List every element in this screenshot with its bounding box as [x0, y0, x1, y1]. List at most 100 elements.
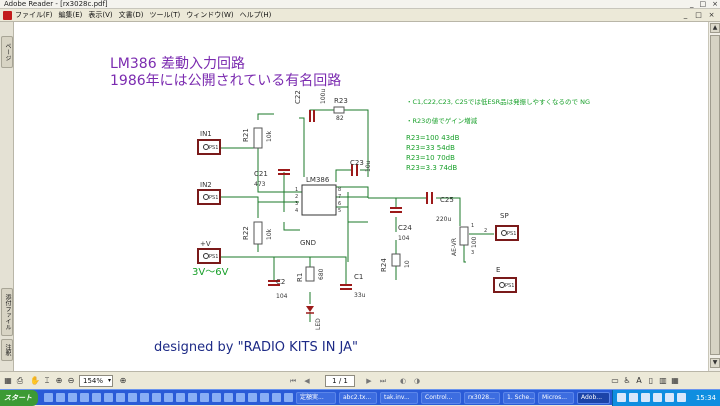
- svg-text:R24: R24: [380, 258, 388, 272]
- zoom-in-icon[interactable]: ⊕: [55, 376, 63, 385]
- forward-icon[interactable]: ◑: [413, 377, 421, 385]
- quicklaunch-icon-16[interactable]: [224, 393, 233, 402]
- taskbar-clock[interactable]: 15:34: [695, 394, 716, 402]
- prev-page-icon[interactable]: ◀: [304, 377, 310, 385]
- menu-edit[interactable]: 編集(E): [58, 11, 83, 19]
- quicklaunch-icon-5[interactable]: [92, 393, 101, 402]
- quicklaunch-icon-11[interactable]: [164, 393, 173, 402]
- quicklaunch-icon-8[interactable]: [128, 393, 137, 402]
- page-layout-continuous-icon[interactable]: ▯: [648, 376, 654, 385]
- taskbar-button-5[interactable]: rx3028...: [464, 392, 500, 404]
- window-title: Adobe Reader - [rx3028c.pdf]: [4, 0, 108, 8]
- quicklaunch-icon-15[interactable]: [212, 393, 221, 402]
- taskbar-button-1[interactable]: 定額実...: [296, 392, 336, 404]
- tray-icon-3[interactable]: [641, 393, 650, 402]
- scroll-up-icon[interactable]: ▲: [710, 23, 720, 33]
- close-button[interactable]: ×: [712, 0, 718, 8]
- quicklaunch-icon-6[interactable]: [104, 393, 113, 402]
- gain-row-3: R23=10 70dB: [406, 154, 455, 162]
- document-page[interactable]: LM386 差動入力回路 1986年には公開されている有名回路 ・C1,C22,…: [14, 22, 708, 371]
- accessibility-icon[interactable]: ♿: [623, 376, 631, 385]
- tray-icon-5[interactable]: [665, 393, 674, 402]
- taskbar-button-2[interactable]: abc2.tx...: [339, 392, 377, 404]
- page-layout-facing-icon[interactable]: ▥: [659, 376, 667, 385]
- quicklaunch-icon-13[interactable]: [188, 393, 197, 402]
- vertical-scrollbar[interactable]: ▲ ▼: [708, 22, 720, 371]
- doc-minimize-button[interactable]: _: [683, 11, 688, 19]
- tray-icon-4[interactable]: [653, 393, 662, 402]
- quicklaunch-icon-19[interactable]: [260, 393, 269, 402]
- doc-close-button[interactable]: ×: [708, 11, 715, 19]
- svg-text:82: 82: [336, 115, 344, 122]
- quicklaunch-icon-7[interactable]: [116, 393, 125, 402]
- svg-text:6: 6: [338, 201, 341, 207]
- font-icon[interactable]: A: [636, 376, 642, 385]
- capacitor-c24: [390, 207, 402, 213]
- chevron-down-icon[interactable]: ▾: [107, 377, 111, 384]
- resistor-r1: [305, 266, 315, 282]
- save-icon[interactable]: ▦: [4, 376, 12, 385]
- quicklaunch-icon-20[interactable]: [272, 393, 281, 402]
- zoom-level-field[interactable]: 154%▾: [79, 375, 113, 387]
- minimize-button[interactable]: _: [690, 0, 694, 8]
- tray-icon-2[interactable]: [629, 393, 638, 402]
- label-e: E: [496, 266, 500, 274]
- first-page-icon[interactable]: ⏮: [289, 377, 297, 385]
- scroll-thumb[interactable]: [710, 35, 720, 355]
- page-layout-single-icon[interactable]: ▭: [611, 376, 619, 385]
- menu-view[interactable]: 表示(V): [88, 11, 113, 19]
- quicklaunch-icon-21[interactable]: [284, 393, 293, 402]
- quicklaunch-icon-4[interactable]: [80, 393, 89, 402]
- taskbar-button-6[interactable]: 1. Sche...: [503, 392, 535, 404]
- adobe-reader-icon: [3, 11, 12, 20]
- tray-icon-1[interactable]: [617, 393, 626, 402]
- menu-tools[interactable]: ツール(T): [149, 11, 181, 19]
- quicklaunch-icon-9[interactable]: [140, 393, 149, 402]
- svg-text:PS1: PS1: [209, 145, 218, 151]
- page-layout-grid-icon[interactable]: ▦: [671, 376, 679, 385]
- schematic-subtitle: 1986年には公開されている有名回路: [110, 73, 341, 89]
- quicklaunch-icon-10[interactable]: [152, 393, 161, 402]
- menu-document[interactable]: 文書(D): [118, 11, 144, 19]
- quicklaunch-icon-14[interactable]: [200, 393, 209, 402]
- print-icon[interactable]: ⎙: [16, 376, 24, 385]
- svg-text:PS1: PS1: [507, 231, 516, 237]
- tab-attachments[interactable]: 添付ファイル: [1, 288, 13, 336]
- input-pads: PS1 PS1 PS1 PS1 PS1: [197, 139, 519, 293]
- tray-icon-6[interactable]: [677, 393, 686, 402]
- quicklaunch-icon-2[interactable]: [56, 393, 65, 402]
- quicklaunch-icon-12[interactable]: [176, 393, 185, 402]
- scroll-down-icon[interactable]: ▼: [710, 358, 720, 368]
- taskbar-button-adobe[interactable]: Adob...: [577, 392, 610, 404]
- tab-comments[interactable]: 注釈: [1, 339, 13, 361]
- hand-tool-icon[interactable]: ✋: [30, 376, 40, 385]
- maximize-button[interactable]: □: [699, 0, 707, 8]
- doc-restore-button[interactable]: □: [695, 11, 702, 19]
- chip-label: LM386: [306, 176, 330, 184]
- quicklaunch-icon-1[interactable]: [44, 393, 53, 402]
- quicklaunch-icon-18[interactable]: [248, 393, 257, 402]
- start-button[interactable]: スタート: [0, 390, 38, 406]
- zoom-plus-icon[interactable]: ⊕: [119, 376, 127, 385]
- back-icon[interactable]: ◐: [399, 377, 407, 385]
- menu-window[interactable]: ウィンドウ(W): [186, 11, 234, 19]
- select-tool-icon[interactable]: ⌶: [44, 376, 50, 385]
- page-number-field[interactable]: 1 / 1: [325, 375, 355, 387]
- capacitor-c22: [309, 110, 315, 122]
- svg-text:104: 104: [276, 293, 288, 300]
- menu-help[interactable]: ヘルプ(H): [239, 11, 272, 19]
- svg-text:473: 473: [254, 181, 266, 188]
- svg-text:1: 1: [471, 223, 474, 229]
- next-page-icon[interactable]: ▶: [366, 377, 372, 385]
- zoom-out-icon[interactable]: ⊖: [67, 376, 75, 385]
- taskbar-button-3[interactable]: tak.inv...: [380, 392, 418, 404]
- taskbar-button-7[interactable]: Micros...: [538, 392, 574, 404]
- last-page-icon[interactable]: ⏭: [379, 377, 387, 385]
- tab-pages[interactable]: ページ: [1, 36, 13, 68]
- taskbar-button-4[interactable]: Control...: [421, 392, 461, 404]
- capacitor-c1: [340, 284, 352, 290]
- quicklaunch-icon-17[interactable]: [236, 393, 245, 402]
- quicklaunch-icon-3[interactable]: [68, 393, 77, 402]
- capacitor-c23: [351, 164, 358, 176]
- menu-file[interactable]: ファイル(F): [15, 11, 53, 19]
